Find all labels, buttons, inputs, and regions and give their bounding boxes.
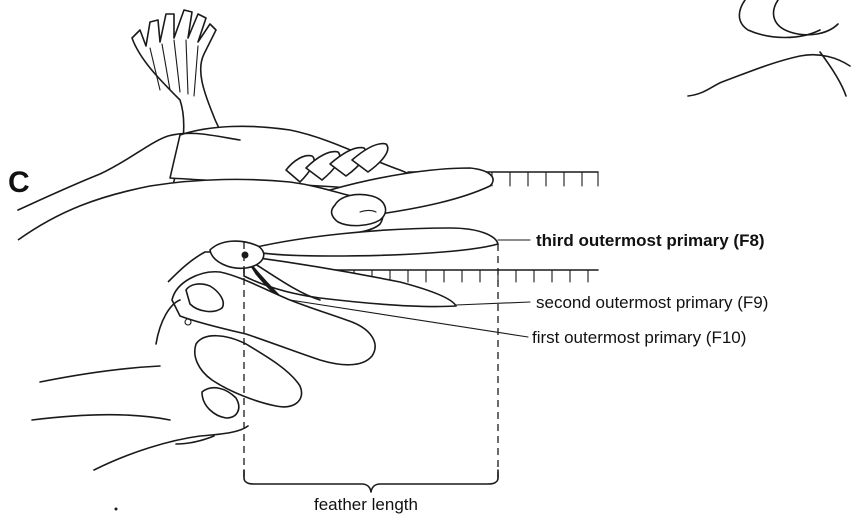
speck-mark	[115, 508, 118, 511]
feather-length-brace	[244, 470, 498, 492]
label-f8: third outermost primary (F8)	[536, 232, 765, 249]
label-feather-length: feather length	[314, 496, 418, 513]
partial-hand-top-right	[688, 0, 850, 96]
label-f10: first outermost primary (F10)	[532, 329, 746, 346]
panel-letter: C	[8, 168, 30, 198]
measurement-origin-point	[242, 252, 249, 259]
label-f9: second outermost primary (F9)	[536, 294, 768, 311]
